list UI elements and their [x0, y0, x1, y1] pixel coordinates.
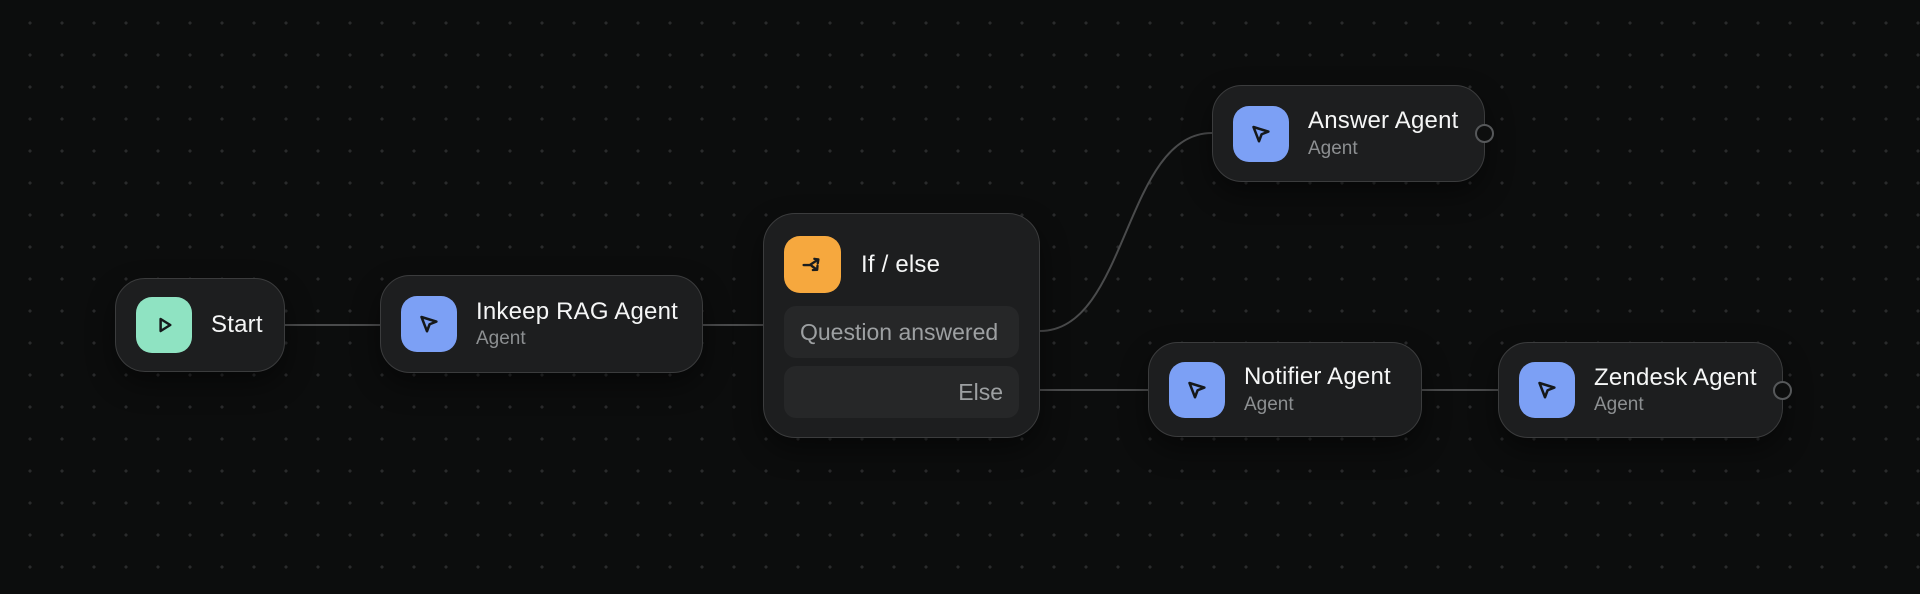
node-title: Answer Agent [1308, 107, 1459, 135]
agent-cursor-icon [1519, 362, 1575, 418]
node-subtitle: Agent [1244, 393, 1294, 415]
agent-cursor-icon [401, 296, 457, 352]
agent-cursor-icon [1169, 361, 1225, 418]
node-notifier-agent[interactable]: Notifier Agent Agent [1148, 342, 1422, 437]
node-if-else[interactable]: If / else Question answered Else [763, 213, 1040, 438]
output-port[interactable] [1773, 380, 1792, 400]
agent-cursor-icon [1233, 105, 1289, 162]
node-title: Notifier Agent [1244, 363, 1391, 391]
node-title: If / else [861, 250, 941, 278]
output-port[interactable] [1475, 124, 1494, 143]
node-subtitle: Agent [1594, 394, 1644, 416]
node-title: Inkeep RAG Agent [476, 297, 678, 325]
node-subtitle: Agent [476, 328, 526, 350]
node-subtitle: Agent [1308, 137, 1358, 159]
branch-question-answered[interactable]: Question answered [784, 306, 1019, 358]
split-arrow-icon [784, 236, 841, 293]
node-inkeep-rag-agent[interactable]: Inkeep RAG Agent Agent [380, 275, 703, 373]
node-start[interactable]: Start [115, 278, 285, 372]
play-icon [136, 297, 192, 353]
node-title: Start [211, 311, 263, 339]
node-title: Zendesk Agent [1594, 363, 1757, 391]
node-answer-agent[interactable]: Answer Agent Agent [1212, 85, 1494, 182]
branch-else[interactable]: Else [784, 366, 1019, 418]
node-zendesk-agent[interactable]: Zendesk Agent Agent [1498, 342, 1792, 438]
edge-question-to-answer[interactable] [1039, 132, 1213, 332]
